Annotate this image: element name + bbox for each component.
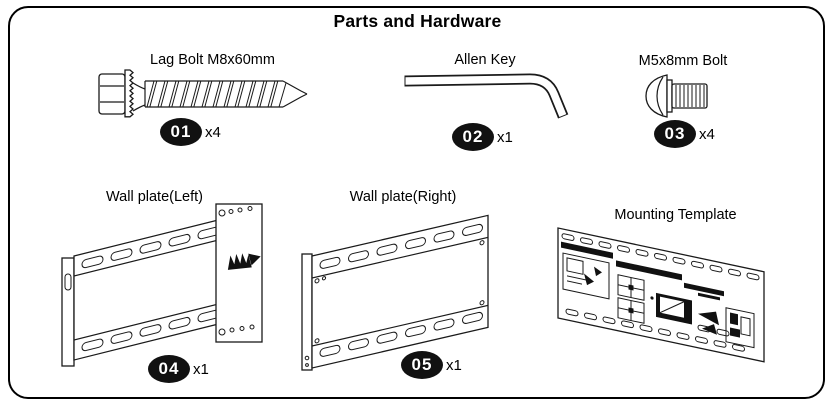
wall-plate-right-quantity: x1 [446, 356, 462, 374]
lag-bolt-quantity: x4 [205, 123, 221, 141]
panel-border [8, 6, 825, 399]
wall-plate-left-part-number-badge: 04 [148, 355, 190, 383]
wall-plate-left-quantity: x1 [193, 360, 209, 378]
wall-plate-left-illustration [61, 203, 263, 367]
lag-bolt-part-number-badge: 01 [160, 118, 202, 146]
brand-logo [227, 253, 261, 270]
wall-plate-left-label: Wall plate(Left) [106, 189, 203, 205]
wall-plate-right-part-number-badge: 05 [401, 351, 443, 379]
wall-plate-right-illustration [301, 214, 489, 371]
lag-bolt-label: Lag Bolt M8x60mm [150, 52, 275, 68]
page-title: Parts and Hardware [333, 11, 502, 31]
allen-key-quantity: x1 [497, 128, 513, 146]
allen-key-part-number-badge: 02 [452, 123, 494, 151]
wall-plate-left-badge-row: 04 x1 [148, 355, 209, 383]
lag-bolt-illustration [98, 69, 308, 118]
mounting-template-illustration [557, 227, 765, 363]
wall-plate-right-label: Wall plate(Right) [349, 189, 457, 205]
allen-key-illustration [404, 73, 569, 119]
m5-bolt-quantity: x4 [699, 125, 715, 143]
mounting-template-label: Mounting Template [614, 207, 737, 223]
allen-key-badge-row: 02 x1 [452, 123, 513, 151]
m5-bolt-label: M5x8mm Bolt [638, 53, 728, 69]
m5-bolt-illustration [645, 74, 708, 118]
m5-bolt-badge-row: 03 x4 [654, 120, 715, 148]
wall-plate-right-badge-row: 05 x1 [401, 351, 462, 379]
allen-key-label: Allen Key [454, 52, 516, 68]
m5-bolt-part-number-badge: 03 [654, 120, 696, 148]
lag-bolt-badge-row: 01 x4 [160, 118, 221, 146]
